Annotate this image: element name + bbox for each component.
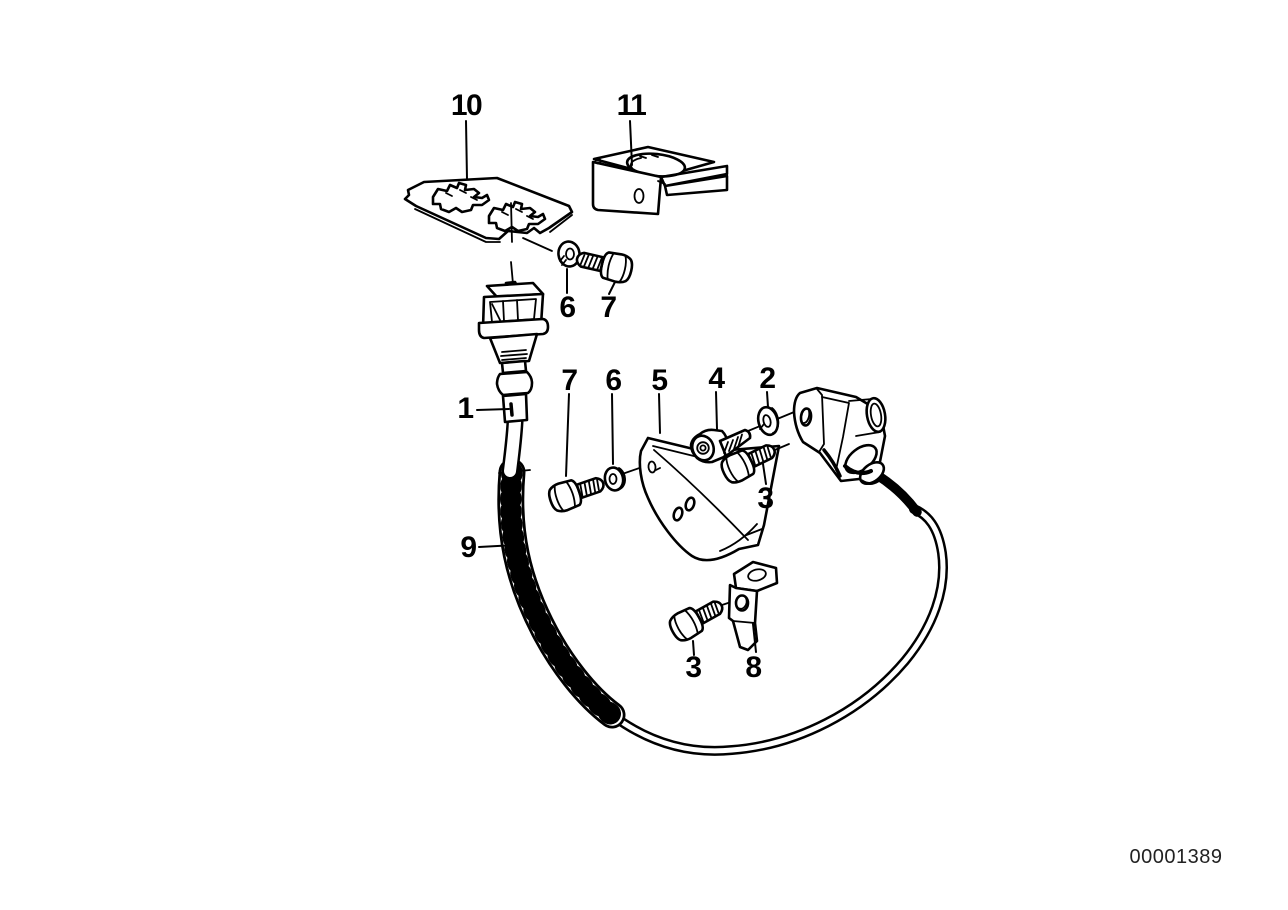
leader-lines xyxy=(465,120,769,656)
callout-9-sleeve: 9 xyxy=(460,531,476,564)
socket-bolt-4 xyxy=(689,428,752,464)
connector-cable xyxy=(501,413,524,480)
corrugated-sleeve xyxy=(497,458,626,729)
washer-6-top xyxy=(557,240,581,268)
callout-7-bolt-top: 7 xyxy=(600,291,616,324)
callout-7-bolt-mid: 7 xyxy=(561,364,577,397)
mounting-plate xyxy=(403,176,574,243)
washer-2 xyxy=(756,405,780,437)
callout-5-bracket: 5 xyxy=(651,364,667,397)
callout-8-angle-bracket: 8 xyxy=(745,651,761,684)
callout-6-washer-mid: 6 xyxy=(605,364,621,397)
callout-3-bolt-low: 3 xyxy=(685,651,701,684)
cable-loop xyxy=(607,504,948,756)
connector-plug xyxy=(477,280,550,424)
callout-11-clamp-bracket: 11 xyxy=(617,89,647,122)
callout-2-washer: 2 xyxy=(759,362,775,395)
callout-10-mounting-plate: 10 xyxy=(451,89,482,122)
callout-4-socket-bolt: 4 xyxy=(708,362,725,395)
washer-6-mid xyxy=(603,466,626,492)
hex-bolt-7-top xyxy=(572,243,636,286)
callout-1-cable-assembly: 1 xyxy=(457,392,473,425)
clamp-bracket xyxy=(591,145,729,216)
callout-3-bolt-mid: 3 xyxy=(757,482,773,515)
callout-6-washer-top: 6 xyxy=(559,291,575,324)
hex-bolt-3-low xyxy=(664,591,730,646)
angle-bracket-8 xyxy=(727,560,779,652)
hex-bolt-7-mid xyxy=(544,468,610,516)
document-number: 00001389 xyxy=(1130,846,1223,868)
sensor-head xyxy=(792,386,922,517)
